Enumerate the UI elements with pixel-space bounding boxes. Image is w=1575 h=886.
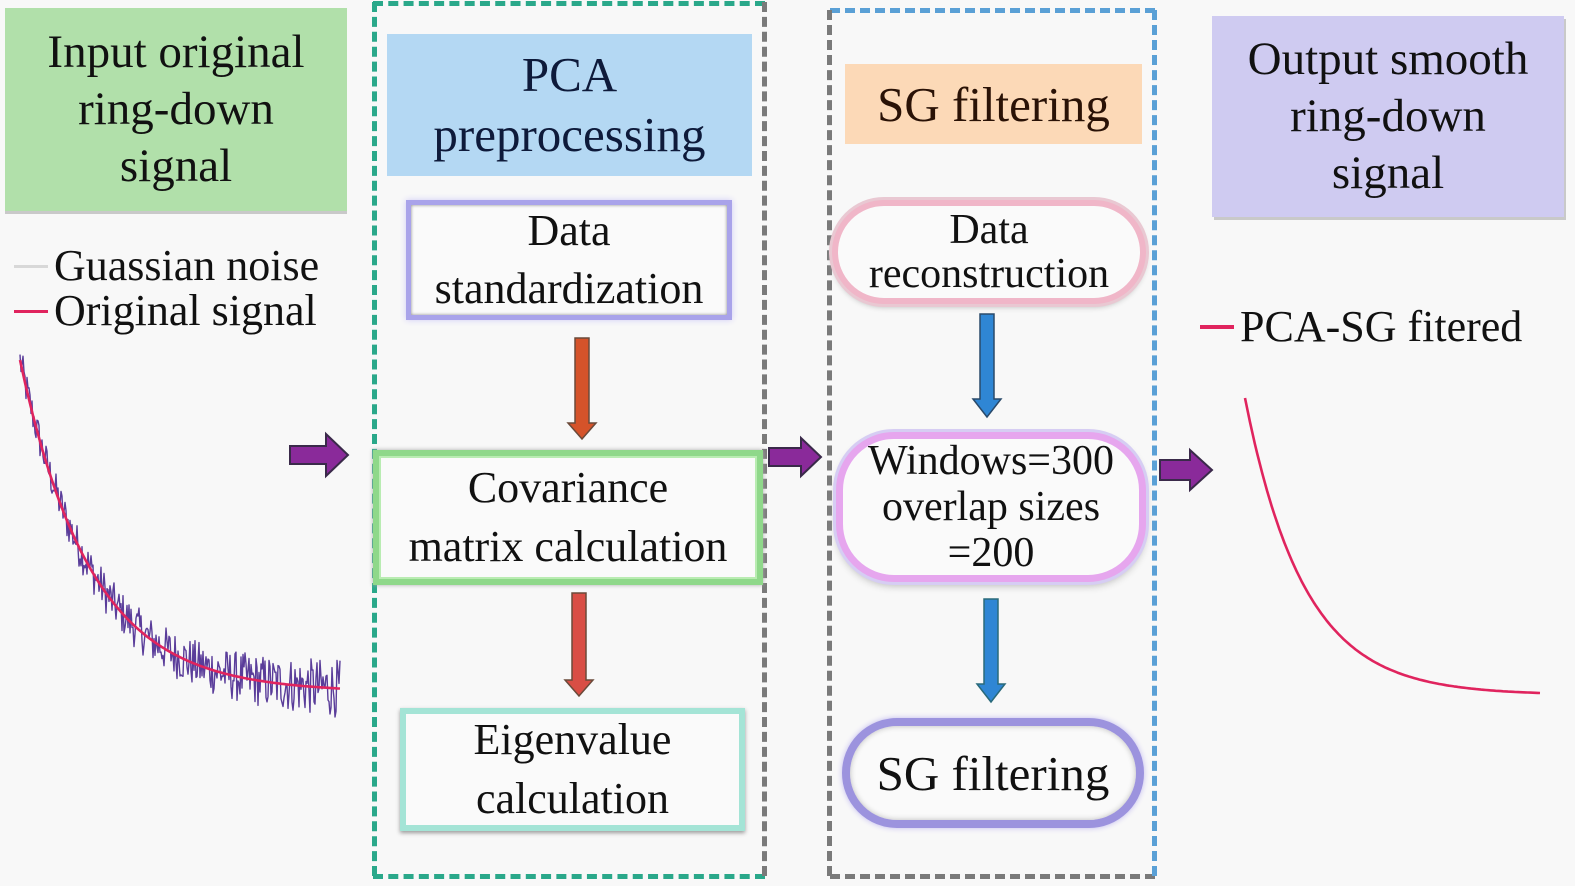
output-title-line-2: ring-down (1290, 89, 1486, 142)
input-title-line-3: signal (119, 140, 233, 193)
arrow-right-icon (289, 431, 350, 479)
pca-border-right (762, 2, 767, 876)
signal-swatch (1200, 325, 1234, 329)
sg-arrow-1 (971, 313, 1003, 419)
step-data-standardization: Data standardization (406, 200, 732, 320)
input-signal-chart (18, 354, 341, 718)
sg-header-box: SG filtering (845, 64, 1142, 144)
sg-arrow-2 (975, 598, 1007, 704)
pca-header-box: PCA preprocessing (387, 34, 752, 176)
arrow-down-icon (975, 598, 1007, 704)
sg-step-1-line-1: Data (949, 206, 1029, 253)
arrow-right-icon (768, 435, 823, 479)
legend-item-original: Original signal (14, 289, 317, 333)
sg-step-2-line-3: =200 (947, 530, 1035, 577)
flow-arrow-1 (289, 431, 350, 479)
pca-border-bottom (373, 874, 765, 879)
output-title-line-3: signal (1331, 147, 1445, 200)
sg-step-3-label: SG filtering (876, 745, 1110, 801)
step-2-line-2: matrix calculation (408, 521, 728, 571)
legend-item-pca-sg: PCA-SG fitered (1200, 305, 1522, 349)
step-eigenvalue: Eigenvalue calculation (400, 708, 745, 831)
pca-header-line-2: preprocessing (433, 107, 706, 162)
signal-swatch (14, 309, 48, 313)
legend-label-pca-sg: PCA-SG fitered (1240, 302, 1523, 351)
legend-label-original: Original signal (54, 286, 317, 335)
sg-header-label: SG filtering (877, 76, 1110, 132)
step-covariance-matrix: Covariance matrix calculation (373, 450, 763, 585)
noise-swatch (14, 264, 48, 268)
pca-header-line-1: PCA (521, 47, 618, 103)
series-line-original-signal (18, 359, 341, 690)
step-data-reconstruction: Data reconstruction (832, 200, 1146, 304)
step-1-line-1: Data (527, 205, 611, 255)
step-1-line-2: standardization (434, 264, 704, 313)
legend-label-noise: Guassian noise (54, 241, 320, 290)
pca-border-top (373, 1, 765, 6)
step-window-params: Windows=300 overlap sizes =200 (836, 432, 1146, 582)
step-2-line-1: Covariance (467, 463, 669, 513)
sg-step-1-line-2: reconstruction (868, 251, 1110, 297)
step-sg-filtering: SG filtering (842, 718, 1144, 828)
sg-border-top (830, 8, 1155, 13)
pca-arrow-1 (566, 337, 598, 441)
legend-item-noise: Guassian noise (14, 244, 319, 288)
sg-border-right (1152, 10, 1157, 876)
arrow-down-icon (563, 592, 595, 698)
pca-arrow-2 (563, 592, 595, 698)
output-signal-chart (1243, 397, 1541, 695)
sg-step-2-line-1: Windows=300 (868, 437, 1114, 484)
flow-arrow-3 (1159, 447, 1214, 493)
sg-border-left (827, 10, 832, 876)
arrow-down-icon (566, 337, 598, 441)
sg-border-bottom (830, 874, 1155, 879)
sg-step-2-line-2: overlap sizes (881, 483, 1101, 530)
flow-arrow-2 (768, 435, 823, 479)
input-title-line-1: Input original (47, 25, 305, 78)
series-line-guassian-noise (19, 354, 341, 718)
output-signal-box: Output smooth ring-down signal (1212, 16, 1564, 217)
arrow-down-icon (971, 313, 1003, 419)
step-3-line-2: calculation (475, 773, 669, 823)
input-signal-box: Input original ring-down signal (5, 8, 347, 211)
step-3-line-1: Eigenvalue (473, 715, 672, 765)
input-title-line-2: ring-down (78, 82, 274, 135)
arrow-right-icon (1159, 447, 1214, 493)
pca-border-left (372, 2, 377, 876)
series-line-pca-sg-fitered (1243, 397, 1541, 695)
output-title-line-1: Output smooth (1247, 32, 1529, 85)
